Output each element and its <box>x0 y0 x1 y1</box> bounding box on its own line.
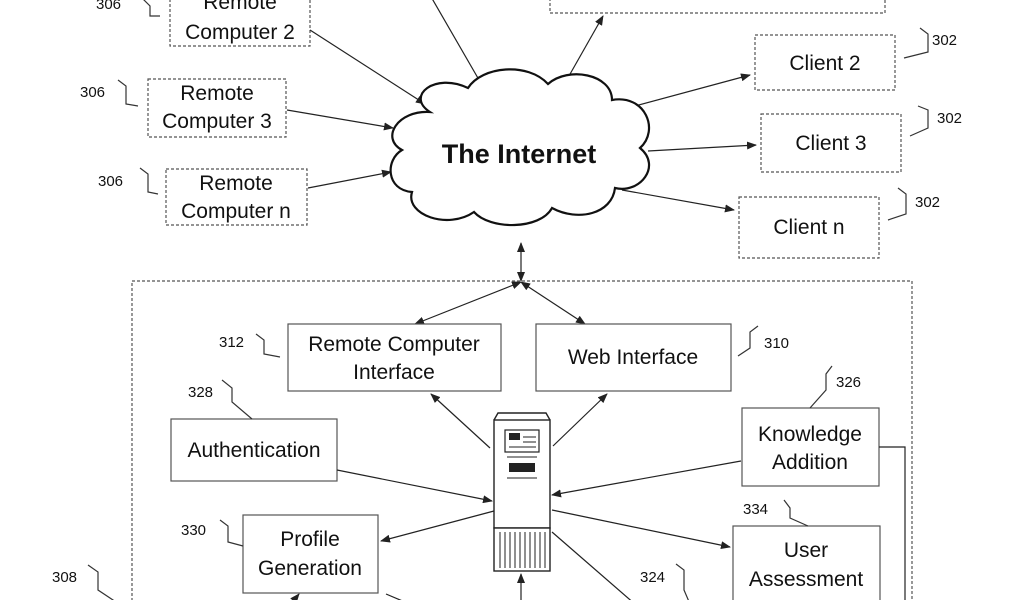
system-ref-label: 308 <box>52 569 77 586</box>
remote-computer-n-ref: 306 <box>98 173 123 190</box>
bottom-module-ref: 324 <box>640 563 689 600</box>
authentication-module: Authentication 328 <box>170 379 338 482</box>
user-assessment-module: User Assessment 334 <box>732 499 881 600</box>
knowledge-addition-module: Knowledge Addition 326 <box>741 365 880 487</box>
remote-computer-2-label-2: Computer 2 <box>185 21 295 44</box>
remote-computer-n: Remote Computer n 306 <box>98 167 308 226</box>
internet-cloud: The Internet <box>389 68 651 227</box>
remote-computer-2: Remote Computer 2 306 <box>96 0 311 47</box>
remote-computer-interface-label-1: Remote Computer <box>308 333 480 356</box>
authentication-label: Authentication <box>187 439 320 462</box>
remote-computer-2-ref: 306 <box>96 0 121 13</box>
profile-generation-ref: 330 <box>181 522 206 539</box>
remote-computer-interface-module: Remote Computer Interface 312 <box>219 323 502 392</box>
client-2-label: Client 2 <box>789 52 860 75</box>
web-interface-module: Web Interface 310 <box>535 323 789 392</box>
remote-computer-interface-label-2: Interface <box>353 361 435 384</box>
user-assessment-label-2: Assessment <box>749 568 864 591</box>
remote-computer-n-label-1: Remote <box>199 172 273 195</box>
bottom-module-ref-label: 324 <box>640 569 665 586</box>
server-tower-icon <box>493 412 551 572</box>
profile-generation-label-1: Profile <box>280 528 340 551</box>
remote-computer-3: Remote Computer 3 306 <box>80 78 287 138</box>
remote-computer-3-label-1: Remote <box>180 82 254 105</box>
remote-computer-3-label-2: Computer 3 <box>162 110 272 133</box>
client-3-ref: 302 <box>937 110 962 127</box>
user-assessment-ref: 334 <box>743 501 768 518</box>
remote-computer-interface-ref: 312 <box>219 334 244 351</box>
remote-computer-2-label-1: Remote <box>203 0 277 14</box>
web-interface-ref: 310 <box>764 335 789 352</box>
web-interface-label: Web Interface <box>568 346 698 369</box>
knowledge-addition-ref: 326 <box>836 374 861 391</box>
cloud-icon <box>389 68 651 227</box>
client-3: Client 3 302 <box>760 105 962 173</box>
client-2-ref: 302 <box>932 32 957 49</box>
profile-generation-module: Profile Generation 330 <box>181 514 379 594</box>
client-3-label: Client 3 <box>795 132 866 155</box>
client-n-label: Client n <box>773 216 844 239</box>
knowledge-addition-label-1: Knowledge <box>758 423 862 446</box>
user-assessment-label-1: User <box>784 539 828 562</box>
client-n: Client n 302 <box>738 187 940 259</box>
remote-computer-n-label-2: Computer n <box>181 200 291 223</box>
system-ref: 308 <box>52 564 115 600</box>
knowledge-addition-label-2: Addition <box>772 451 848 474</box>
authentication-ref: 328 <box>188 384 213 401</box>
profile-generation-label-2: Generation <box>258 557 362 580</box>
client-2: Client 2 302 <box>754 27 957 91</box>
internet-label: The Internet <box>442 139 597 169</box>
client-n-ref: 302 <box>915 194 940 211</box>
remote-computer-3-ref: 306 <box>80 84 105 101</box>
top-partial-box <box>549 0 886 14</box>
